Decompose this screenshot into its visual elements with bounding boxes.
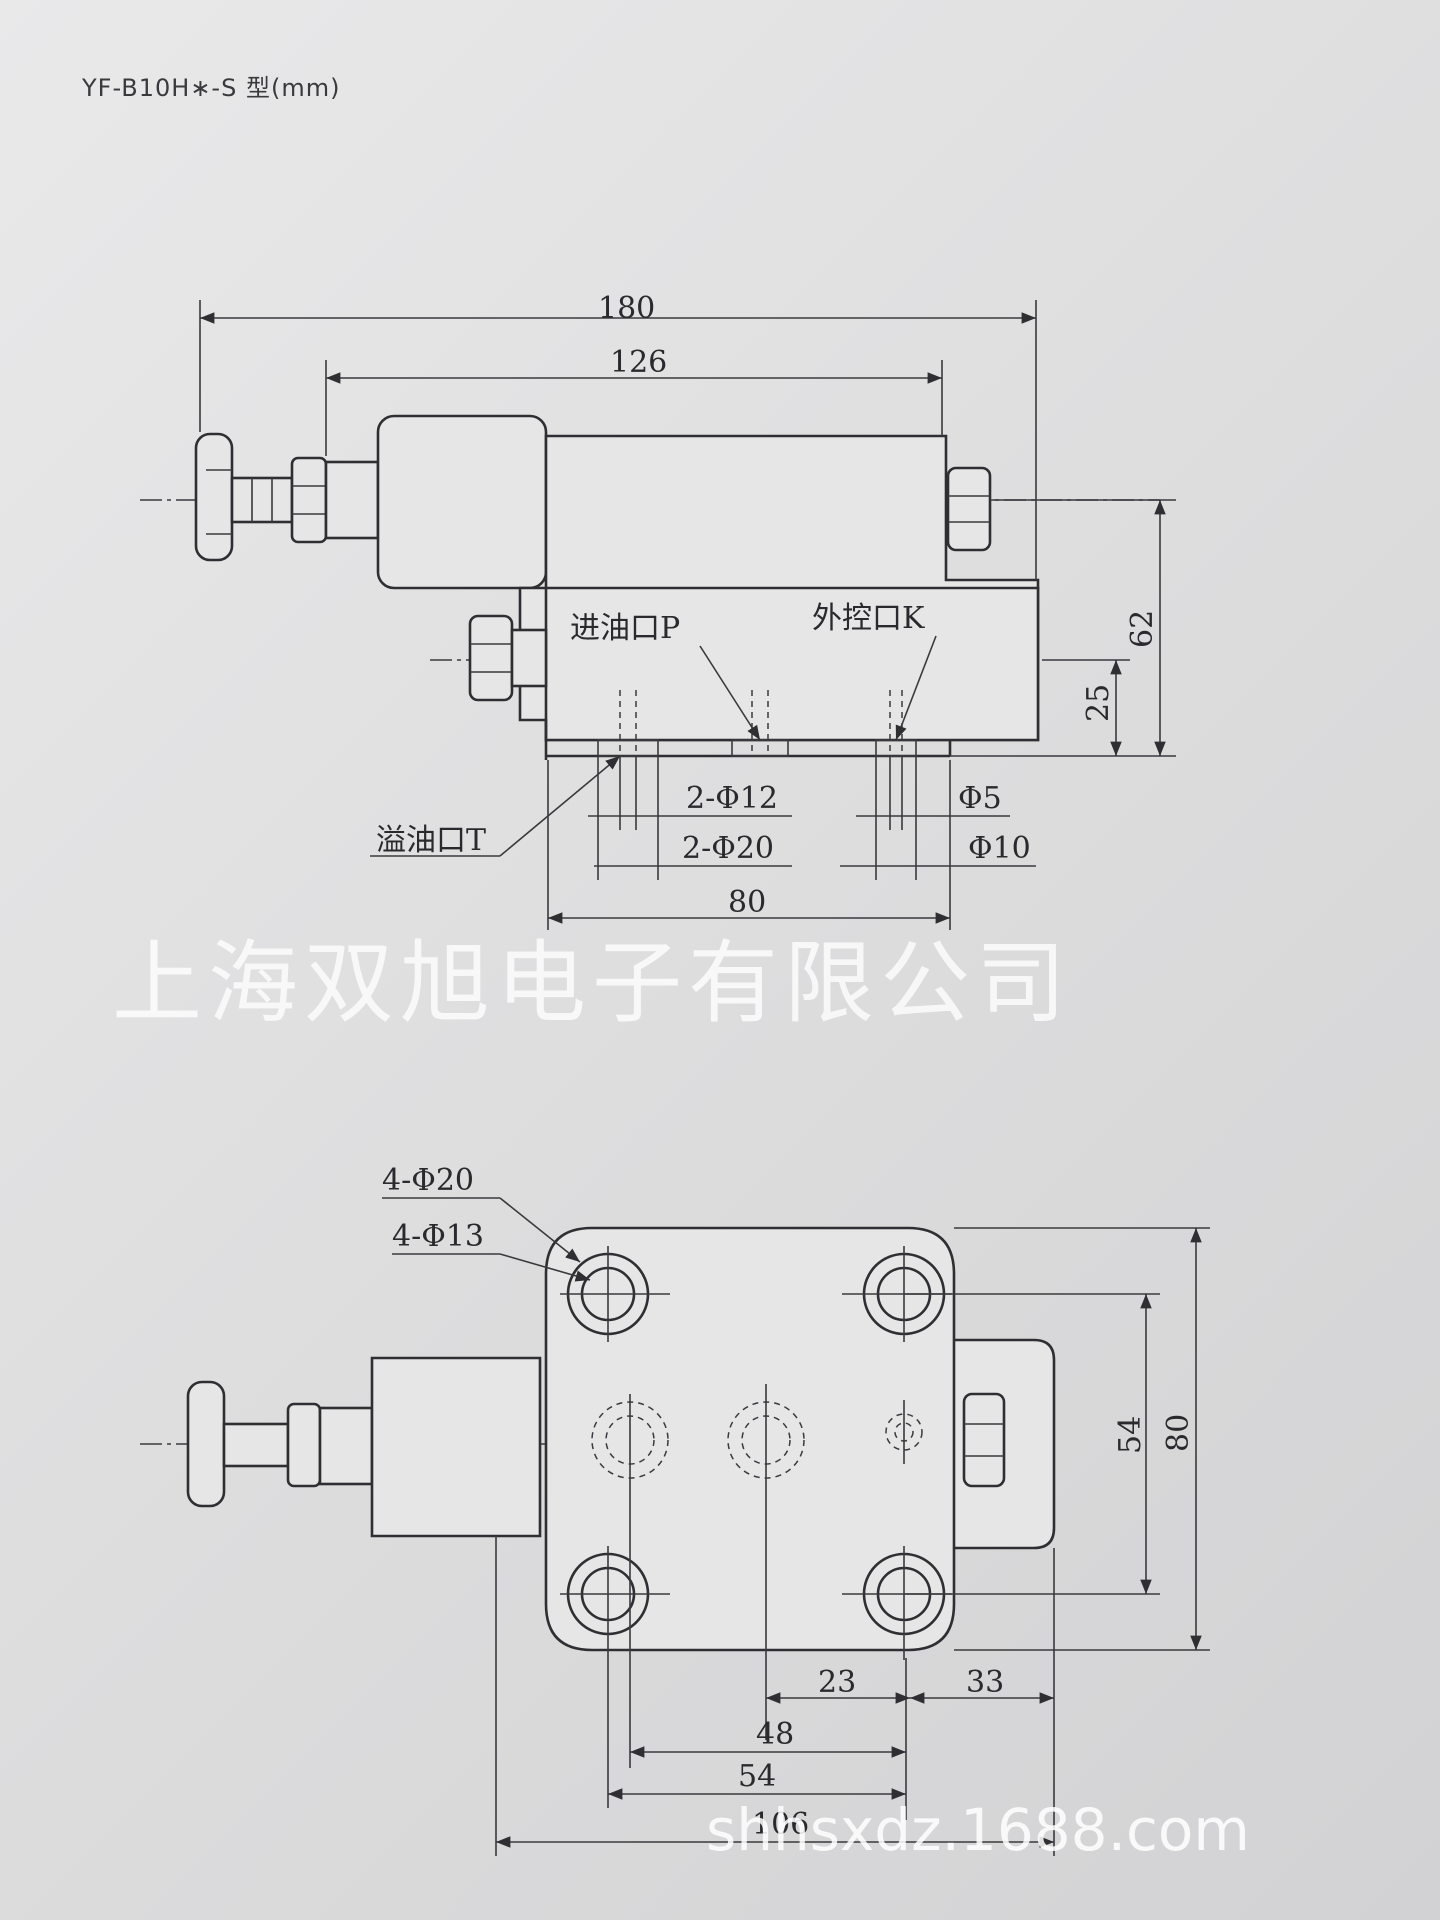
dim-2phi12: 2-Φ12: [686, 781, 778, 816]
handwheel-knob: [194, 432, 234, 562]
dim-126: 126: [610, 345, 667, 380]
dim-106: 106: [752, 1807, 809, 1842]
top-mounting-plate: [544, 1226, 956, 1652]
left-plug-nut: [468, 614, 514, 702]
dim-80-side: 80: [728, 885, 766, 920]
side-view: 进油口P 外控口K 溢油口T 180 126 62 25: [140, 291, 1176, 930]
adjust-stem: [230, 476, 294, 524]
port-k-outer: [885, 1413, 923, 1451]
top-lock-nut: [286, 1402, 322, 1488]
bonnet: [376, 414, 548, 590]
top-bonnet: [370, 1356, 542, 1538]
dim-2phi20: 2-Φ20: [682, 831, 774, 866]
lock-nut: [290, 456, 328, 544]
ext-control-port-label: 外控口K: [812, 601, 925, 636]
dim-phi5: Φ5: [958, 781, 1002, 816]
dim-180: 180: [598, 291, 655, 326]
site-watermark: shhsxdz.1688.com: [706, 1796, 1250, 1864]
dim-48: 48: [756, 1717, 794, 1752]
inlet-port-label: 进油口P: [570, 611, 680, 646]
dim-62: 62: [1125, 610, 1160, 648]
dim-phi10: Φ10: [968, 831, 1031, 866]
company-watermark: 上海双旭电子有限公司: [112, 931, 1072, 1036]
dim-25: 25: [1081, 684, 1116, 722]
dim-4phi20: 4-Φ20: [382, 1163, 474, 1198]
top-adjust-stem: [222, 1422, 290, 1468]
dim-4phi13: 4-Φ13: [392, 1219, 484, 1254]
drawing-title: YF-B10H∗-S 型(mm): [81, 74, 340, 102]
right-plug-nut: [946, 466, 992, 552]
left-plug-base: [510, 628, 548, 688]
dim-33: 33: [966, 1665, 1004, 1700]
bushing: [324, 460, 380, 540]
overflow-port-label: 溢油口T: [376, 823, 486, 858]
top-right-plug: [962, 1392, 1006, 1488]
dim-54-v: 54: [1113, 1416, 1148, 1454]
dim-54-h: 54: [738, 1759, 776, 1794]
dim-80-v: 80: [1161, 1414, 1196, 1452]
top-bushing: [318, 1406, 374, 1486]
dim-23: 23: [818, 1665, 856, 1700]
top-view: 4-Φ20 4-Φ13 54 80 23 33 48 54 106: [140, 1163, 1210, 1856]
top-handwheel-knob: [186, 1380, 226, 1508]
